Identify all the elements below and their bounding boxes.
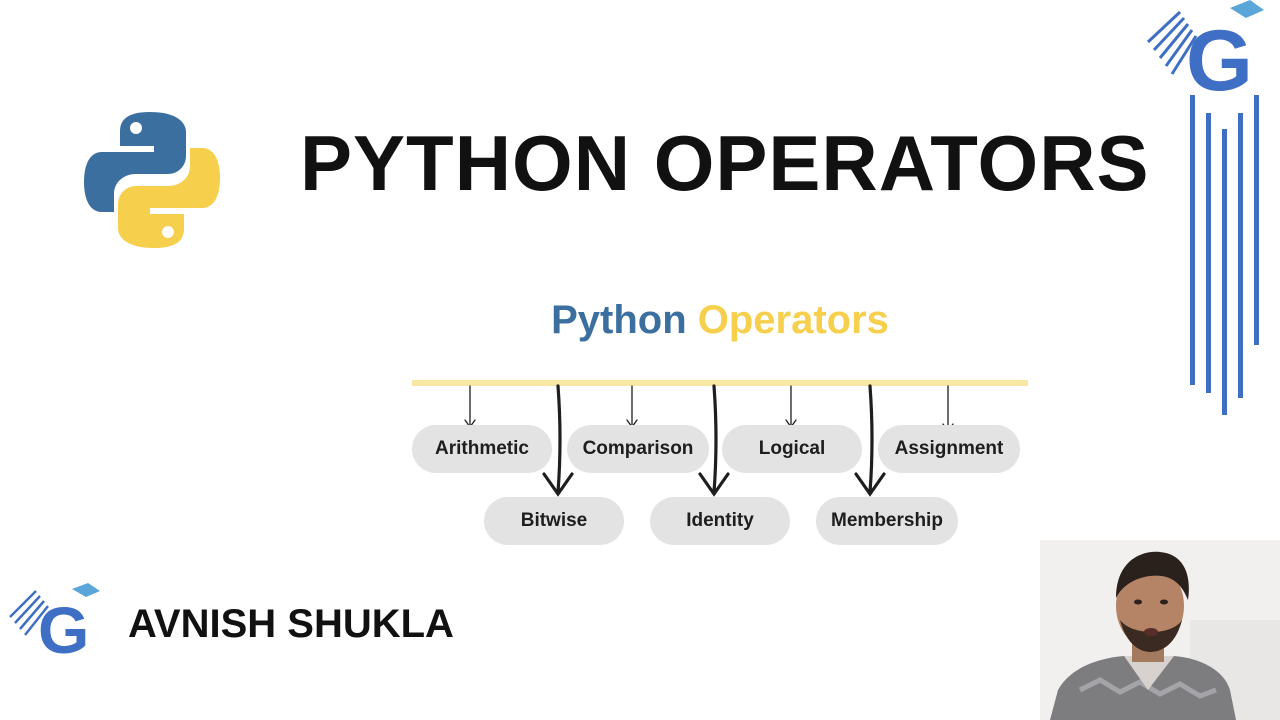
python-logo-icon bbox=[82, 110, 222, 250]
operator-pill-membership: Membership bbox=[816, 497, 958, 545]
operator-pill-bitwise: Bitwise bbox=[484, 497, 624, 545]
brand-g-logo-small-icon: G bbox=[4, 583, 104, 661]
svg-text:G: G bbox=[1186, 13, 1253, 100]
diagram-title: Python Operators bbox=[410, 298, 1030, 343]
operator-pill-assignment: Assignment bbox=[878, 425, 1020, 473]
author-name: AVNISH SHUKLA bbox=[128, 602, 454, 647]
diagram-title-part2: Operators bbox=[698, 298, 889, 342]
slide-title: PYTHON OPERATORS bbox=[300, 118, 1140, 209]
diagram-header-bar bbox=[412, 380, 1028, 386]
brand-decoration-bars bbox=[1180, 95, 1260, 425]
svg-text:G: G bbox=[38, 593, 89, 661]
diagram-title-part1: Python bbox=[551, 298, 687, 342]
operator-pill-identity: Identity bbox=[650, 497, 790, 545]
operator-pill-arithmetic: Arithmetic bbox=[412, 425, 552, 473]
brand-g-logo-icon: G bbox=[1138, 0, 1268, 100]
operator-pill-comparison: Comparison bbox=[567, 425, 709, 473]
operator-pill-logical: Logical bbox=[722, 425, 862, 473]
presenter-webcam bbox=[1040, 540, 1280, 720]
